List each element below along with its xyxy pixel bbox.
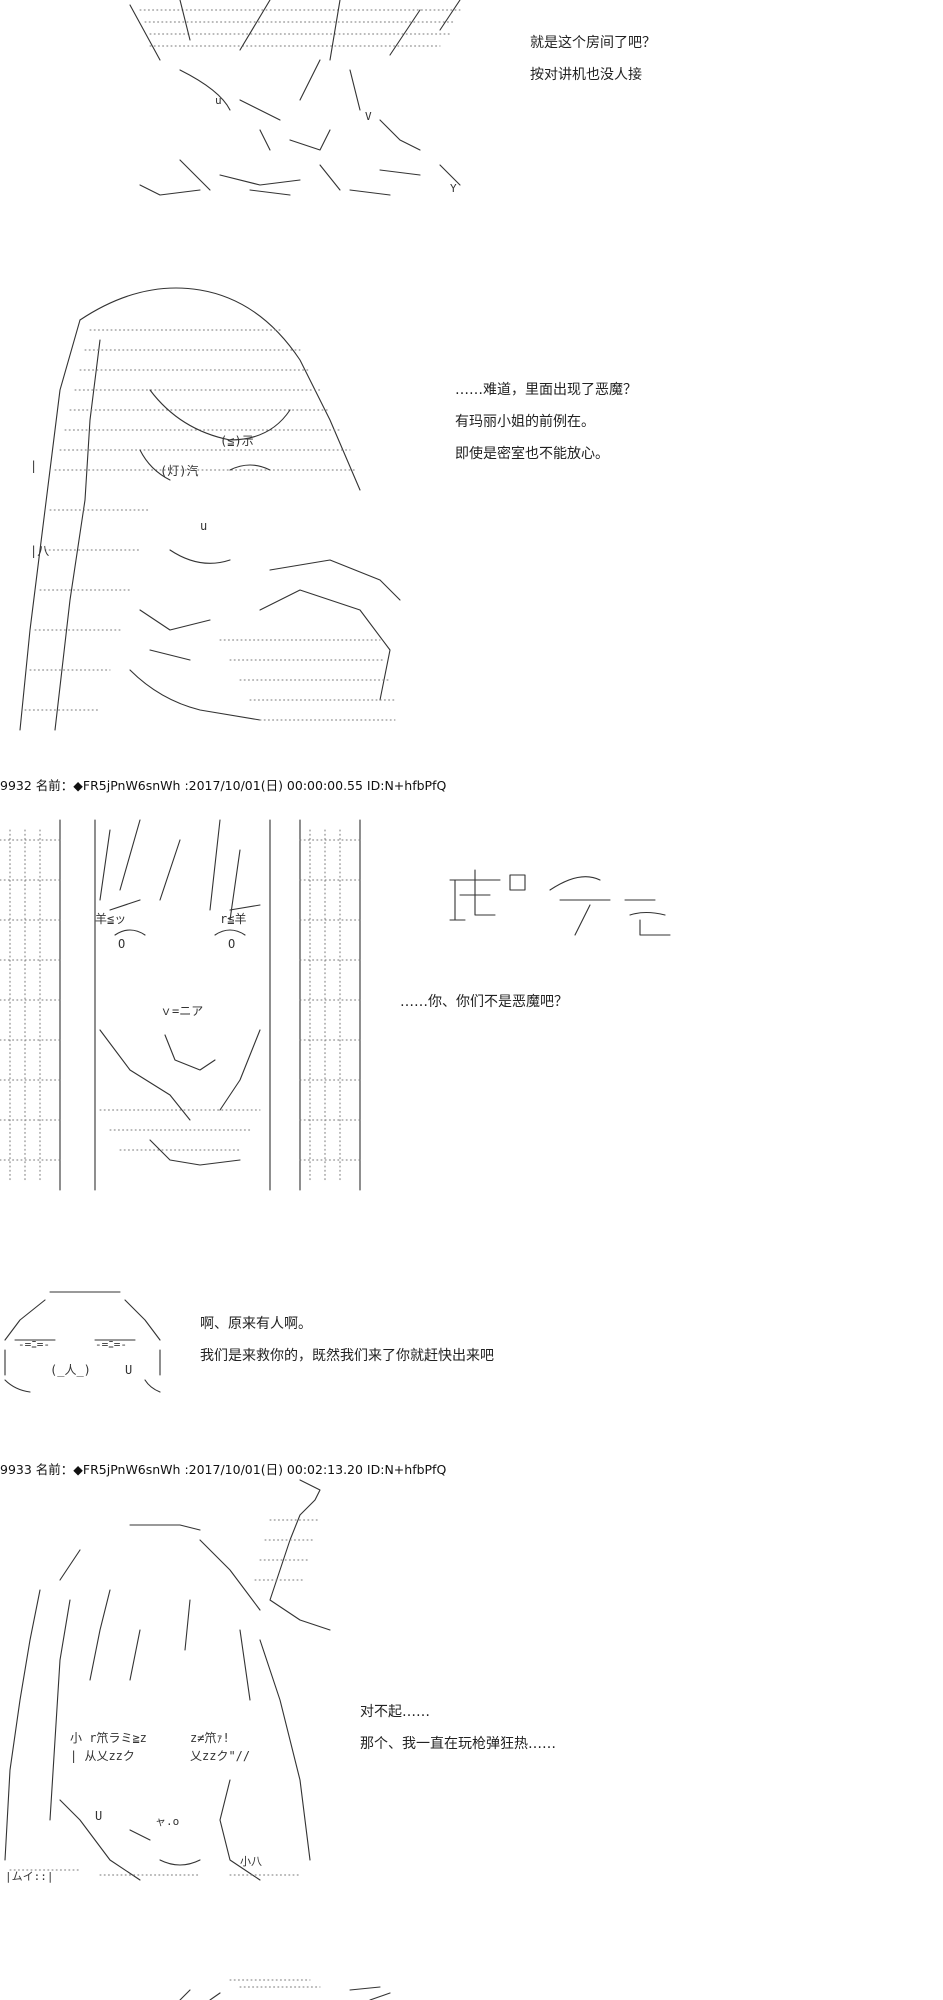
dialogue-line: 我们是来救你的，既然我们来了你就赶快出来吧 [200, 1348, 494, 1364]
svg-text:r≦羊: r≦羊 [220, 911, 246, 926]
svg-text:ャ.o: ャ.o [155, 1815, 179, 1828]
svg-text:|: | [30, 459, 37, 473]
dialogue-block: 啊、原来有人啊。 我们是来救你的，既然我们来了你就赶快出来吧 [200, 1314, 494, 1366]
dialogue-block: ……你、你们不是恶魔吧？ [400, 992, 568, 1012]
scene-5: 小 r笊ラミ≧z z≠笊ｧ! | 从乂zzク 乂zzク"// U ャ.o |ムイ… [0, 1479, 943, 1900]
svg-text:| 从乂zzク: | 从乂zzク [70, 1749, 135, 1763]
dialogue-line: 有玛丽小姐的前例在。 [455, 414, 595, 430]
scene-1: u V Y 就是这个房间了吧？ 按对讲机也没人接 [0, 0, 943, 230]
svg-text:-=ﾆ=-: -=ﾆ=- [18, 1338, 50, 1351]
ascii-art-character-knocking: (灯)汽 (≦)示 u |八 | [19, 287, 401, 731]
sound-effect-art [449, 869, 671, 936]
dialogue-block: ……难道，里面出现了恶魔？ 有玛丽小姐的前例在。 即使是密室也不能放心。 [455, 380, 637, 464]
svg-text:u: u [200, 519, 207, 533]
svg-text:(≦)示: (≦)示 [220, 434, 254, 448]
dialogue-line: ……你、你们不是恶魔吧？ [400, 994, 568, 1010]
svg-text:|八: |八 [30, 544, 49, 558]
dialogue-line: 即使是密室也不能放心。 [455, 446, 609, 462]
dialogue-block: 就是这个房间了吧？ 按对讲机也没人接 [530, 33, 656, 85]
svg-text:U: U [125, 1363, 132, 1377]
scene-3: 羊≦ッ r≦羊 O O ｖ=ニア ……你、你们不是恶魔吧？ [0, 819, 943, 1200]
scene-2: (灯)汽 (≦)示 u |八 | ……难道，里面出现了恶魔？ 有玛丽小姐的前例在… [0, 270, 943, 750]
svg-text:Y: Y [450, 182, 457, 195]
svg-text:O: O [228, 937, 235, 951]
ascii-art-cropped-bottom [179, 1979, 391, 2000]
post-header: 9933 名前：◆FR5jPnW6snWh :2017/10/01(日) 00:… [0, 1462, 447, 1477]
svg-text:u: u [215, 94, 222, 107]
svg-text:ｖ=ニア: ｖ=ニア [160, 1004, 203, 1018]
ascii-art-character-apologizing: 小 r笊ラミ≧z z≠笊ｧ! | 从乂zzク 乂zzク"// U ャ.o |ムイ… [4, 1479, 331, 1883]
dialogue-line: 对不起…… [360, 1704, 430, 1720]
svg-text:(灯)汽: (灯)汽 [160, 463, 198, 478]
dialogue-line: ……难道，里面出现了恶魔？ [455, 382, 637, 398]
svg-text:z≠笊ｧ!: z≠笊ｧ! [190, 1730, 230, 1745]
svg-text:乂zzク"//: 乂zzク"// [190, 1749, 250, 1763]
svg-text:U: U [95, 1809, 102, 1823]
svg-text:(_人_): (_人_) [50, 1363, 91, 1377]
svg-text:羊≦ッ: 羊≦ッ [95, 911, 126, 926]
svg-text:小八: 小八 [240, 1855, 262, 1868]
ascii-art-character-top: u V Y [129, 0, 461, 196]
ascii-art-character-peeking: 羊≦ッ r≦羊 O O ｖ=ニア [0, 819, 361, 1191]
ascii-art-smiling-face: -=ﾆ=- -=ﾆ=- (_人_) U [4, 1291, 161, 1393]
svg-text:O: O [118, 937, 125, 951]
svg-text:|ムイ::|: |ムイ::| [5, 1870, 54, 1883]
svg-text:小 r笊ラミ≧z: 小 r笊ラミ≧z [70, 1730, 147, 1745]
scene-4: -=ﾆ=- -=ﾆ=- (_人_) U 啊、原来有人啊。 我们是来救你的，既然我… [0, 1280, 943, 1410]
svg-text:V: V [365, 110, 372, 123]
dialogue-line: 按对讲机也没人接 [530, 67, 642, 83]
dialogue-block: 对不起…… 那个、我一直在玩枪弹狂热…… [360, 1702, 556, 1754]
svg-text:-=ﾆ=-: -=ﾆ=- [95, 1338, 127, 1351]
dialogue-line: 就是这个房间了吧？ [530, 35, 656, 51]
post-header: 9932 名前：◆FR5jPnW6snWh :2017/10/01(日) 00:… [0, 778, 447, 793]
dialogue-line: 那个、我一直在玩枪弹狂热…… [360, 1736, 556, 1752]
dialogue-line: 啊、原来有人啊。 [200, 1316, 312, 1332]
